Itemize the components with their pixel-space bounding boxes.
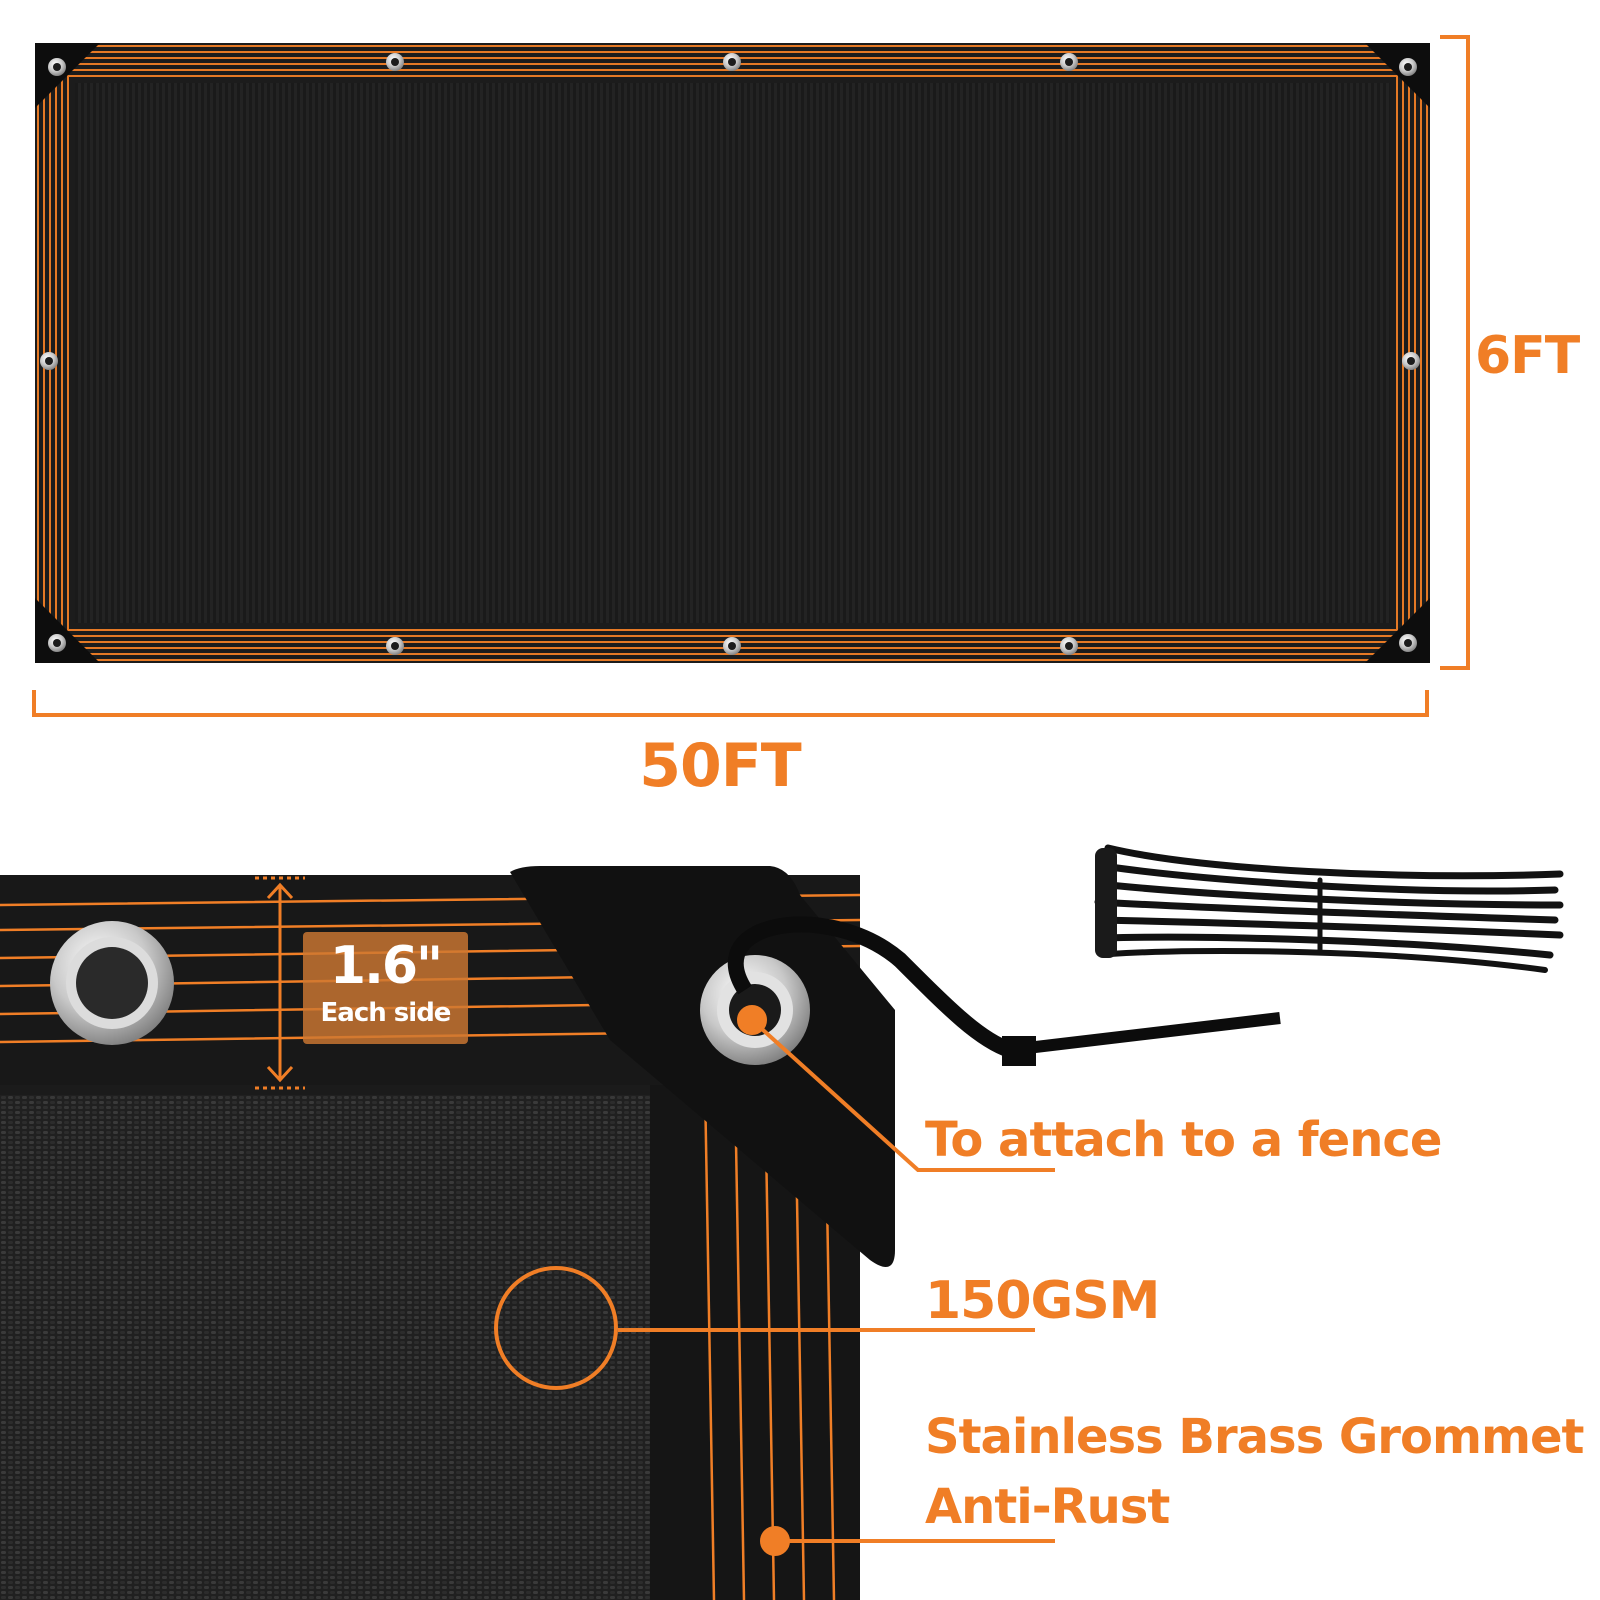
feature-weight: 150GSM: [925, 1271, 1160, 1331]
cable-tie-icon: [727, 916, 1281, 1066]
shade-panel: [35, 43, 1430, 663]
feature-attach: To attach to a fence: [925, 1112, 1442, 1168]
hem-value: 1.6": [329, 936, 443, 996]
dimension-lines: [32, 35, 1470, 717]
hem-note: Each side: [320, 998, 452, 1028]
hem-measure-arrow: [255, 876, 305, 1090]
grommet-icon: [40, 53, 1420, 655]
cable-ties-bundle-icon: [1094, 844, 1564, 973]
feature-grommet: Stainless Brass Grommet: [925, 1409, 1584, 1465]
hem-badge: 1.6" Each side: [303, 932, 468, 1044]
grommet-icon: [50, 921, 174, 1045]
feature-anti-rust: Anti-Rust: [925, 1479, 1170, 1535]
height-label: 6FT: [1475, 326, 1580, 386]
callout-lines: [494, 1005, 1055, 1556]
width-label: 50FT: [639, 731, 801, 801]
